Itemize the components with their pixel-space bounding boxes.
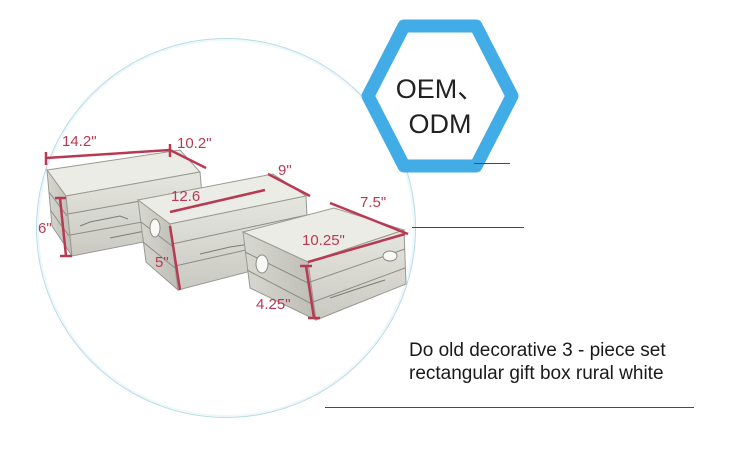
badge-line-2: ODM (408, 109, 472, 139)
large-width-label: 10.2" (177, 135, 212, 152)
medium-height-label: 5" (155, 254, 169, 271)
divider-line (412, 227, 524, 228)
large-height-label: 6" (38, 220, 52, 237)
medium-length-label: 12.6 (171, 188, 201, 205)
product-caption: Do old decorative 3 - piece set rectangu… (409, 339, 719, 385)
caption-line-2: rectangular gift box rural white (409, 363, 664, 384)
hexagon-shape (361, 19, 519, 173)
badge-line-1: OEM、 (395, 74, 485, 104)
small-length-label: 10.25" (302, 232, 345, 249)
divider-line (474, 163, 510, 164)
divider-line (325, 407, 694, 408)
small-width-label: 7.5" (360, 194, 387, 211)
small-crate (241, 207, 407, 321)
small-height-label: 4.25" (256, 296, 291, 313)
large-length-label: 14.2" (62, 133, 97, 150)
medium-width-label: 9" (278, 162, 292, 179)
oem-odm-badge: OEM、 ODM (360, 16, 520, 176)
caption-line-1: Do old decorative 3 - piece set (409, 340, 666, 361)
medium-crate (136, 173, 310, 292)
dimension-lines (44, 144, 409, 320)
